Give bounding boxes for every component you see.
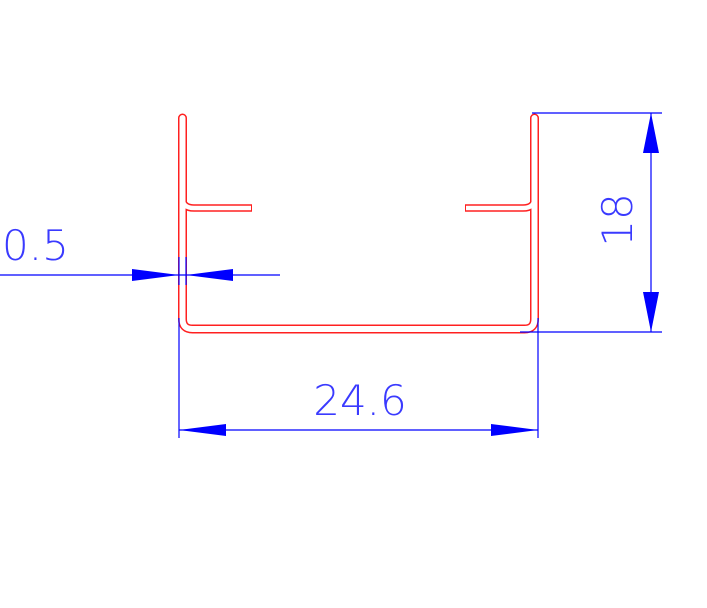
thickness-label: 0.5 xyxy=(2,221,69,270)
width-dimension xyxy=(178,318,539,438)
thickness-dimension xyxy=(0,257,280,285)
arrowhead xyxy=(132,269,179,281)
arrowhead xyxy=(643,113,659,153)
width-label: 24.6 xyxy=(313,376,407,425)
arrowhead xyxy=(179,424,226,436)
height-label: 18 xyxy=(593,193,642,246)
profile-outline xyxy=(178,113,539,334)
arrowhead xyxy=(643,292,659,332)
height-dimension xyxy=(520,112,662,333)
arrowhead xyxy=(186,269,233,281)
arrowhead xyxy=(491,424,538,436)
channel-profile xyxy=(178,113,539,334)
